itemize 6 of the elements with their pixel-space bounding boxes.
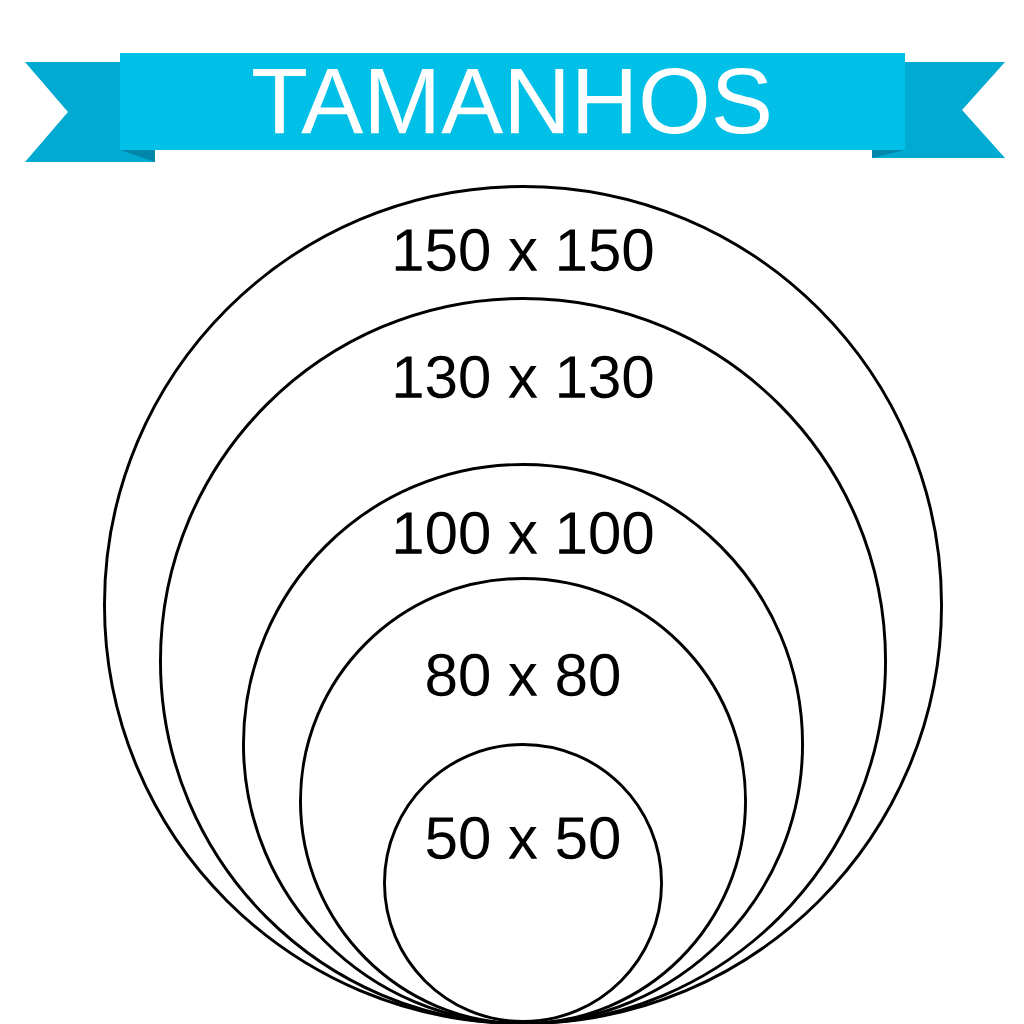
size-label: 130 x 130 bbox=[395, 355, 653, 399]
size-label: 50 x 50 bbox=[427, 816, 619, 860]
title: TAMANHOS bbox=[253, 67, 769, 135]
size-label: 100 x 100 bbox=[395, 511, 653, 555]
size-label: 150 x 150 bbox=[395, 228, 653, 272]
size-label: 80 x 80 bbox=[427, 653, 619, 697]
